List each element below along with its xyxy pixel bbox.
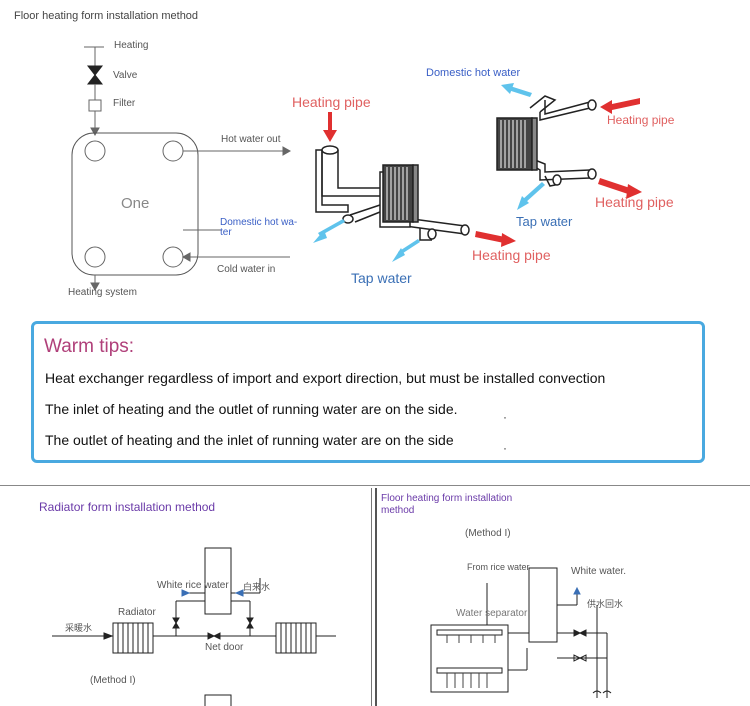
label-white-rice-water: White rice water bbox=[157, 580, 229, 591]
label-heating: Heating bbox=[114, 40, 149, 51]
warm-tips-box: Warm tips: Heat exchanger regardless of … bbox=[31, 321, 705, 463]
floor-heating-panel-title-1: Floor heating form installation bbox=[381, 493, 513, 504]
label-radiator: Radiator bbox=[118, 607, 156, 618]
warm-tips-title: Warm tips: bbox=[44, 336, 135, 357]
label-heating-pipe-in-right: Heating pipe bbox=[607, 113, 675, 127]
label-cold-water-in: Cold water in bbox=[217, 264, 276, 275]
label-heating-pipe-out-right: Heating pipe bbox=[595, 194, 674, 210]
exchanger-3d-diagram-right bbox=[496, 83, 642, 210]
plate-exchanger-diagram bbox=[71, 46, 292, 292]
label-cn-white-water: 白来水 bbox=[243, 582, 271, 592]
exchanger-3d-diagram-middle bbox=[313, 112, 516, 262]
label-net-door: Net door bbox=[205, 642, 244, 653]
label-domestic-hot-water-right: Domestic hot water bbox=[426, 67, 521, 79]
tip-line-3: The outlet of heating and the inlet of r… bbox=[45, 432, 454, 448]
floor-heating-panel: Floor heating form installation method bbox=[375, 488, 750, 706]
label-from-rice-water: From rice water bbox=[467, 562, 530, 572]
label-domestic-hot-water: Domestic hot wa- bbox=[220, 217, 298, 228]
label-method-left: (Method I) bbox=[90, 675, 136, 686]
label-heating-pipe-in-mid: Heating pipe bbox=[292, 94, 371, 110]
tip-line-2: The inlet of heating and the outlet of r… bbox=[45, 401, 458, 417]
label-heating-system: Heating system bbox=[68, 287, 137, 298]
radiator-panel-title: Radiator form installation method bbox=[39, 500, 216, 514]
label-valve: Valve bbox=[113, 70, 138, 81]
radiator-diagram bbox=[52, 547, 336, 706]
top-panel-title: Floor heating form installation method bbox=[14, 10, 199, 22]
plate-label: One bbox=[121, 195, 150, 212]
label-hot-water-out: Hot water out bbox=[221, 134, 281, 145]
tip-line-1: Heat exchanger regardless of import and … bbox=[45, 370, 606, 386]
label-tap-water-mid: Tap water bbox=[351, 270, 412, 286]
label-white-water: White water. bbox=[571, 566, 627, 577]
label-method-right: (Method I) bbox=[465, 528, 511, 539]
floor-heating-panel-title-2: method bbox=[381, 505, 415, 516]
floor-heating-diagram bbox=[430, 567, 612, 698]
radiator-panel: Radiator form installation method bbox=[0, 488, 372, 706]
label-heating-pipe-out-mid: Heating pipe bbox=[472, 247, 551, 263]
label-filter: Filter bbox=[113, 98, 136, 109]
label-tap-water-right: Tap water bbox=[516, 214, 573, 229]
top-panel: Floor heating form installation method bbox=[0, 10, 750, 486]
tip-dot-2: · bbox=[503, 441, 507, 455]
label-domestic-hot-water-cont: ter bbox=[220, 227, 232, 238]
tip-dot-1: · bbox=[503, 410, 507, 424]
label-water-separator: Water separator bbox=[456, 608, 528, 619]
label-cn-heating-water: 采暖水 bbox=[65, 623, 93, 633]
label-cn-supply-return: 供水回水 bbox=[587, 599, 624, 609]
